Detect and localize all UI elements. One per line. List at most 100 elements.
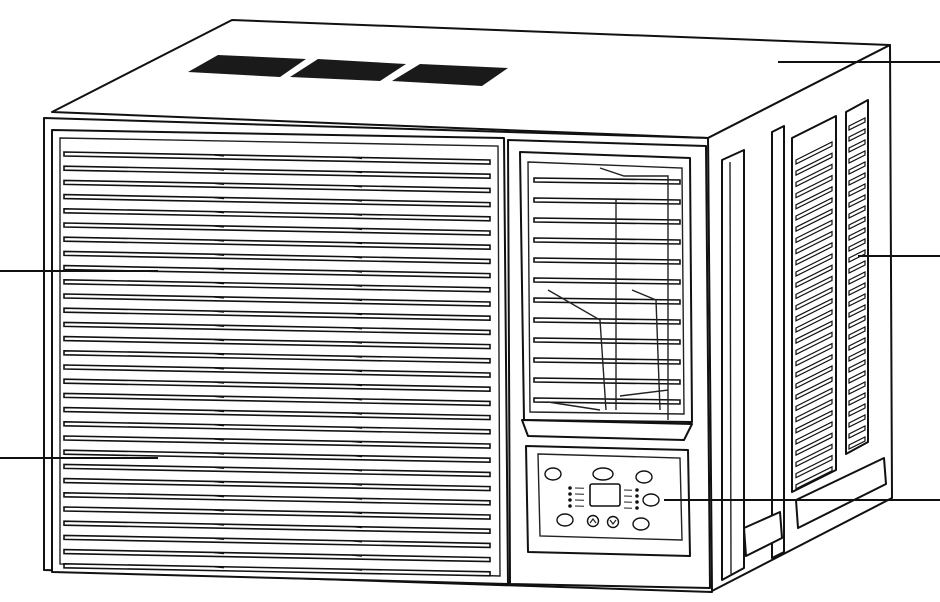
side-louver-slat (848, 249, 866, 263)
top-vent-panel-1 (188, 55, 306, 77)
side-louver-slat (848, 194, 866, 208)
outlet-louver (533, 317, 681, 325)
side-louver-slat (848, 172, 866, 186)
front-louver-slat (63, 378, 491, 393)
front-louver-slat (63, 534, 491, 549)
side-louver-slat (795, 185, 833, 210)
side-louver-slat (795, 432, 833, 457)
side-louver-slat (848, 414, 866, 428)
side-rail-right (771, 125, 785, 559)
outlet-louver (533, 337, 681, 345)
chevron-down-icon (609, 519, 617, 525)
side-louver-slat (795, 421, 833, 445)
front-louver-slat (63, 420, 491, 435)
side-louvers-a (795, 141, 833, 490)
side-louver-slat (795, 152, 833, 177)
side-rail-left (721, 149, 745, 581)
side-louver-slat (848, 293, 866, 307)
side-louver-slat (795, 264, 833, 289)
side-louver-slat (848, 139, 866, 153)
chevron-up-icon (589, 518, 597, 524)
front-louver-slat (63, 193, 491, 208)
side-louver-slat (795, 443, 833, 468)
side-louvers-b (848, 117, 866, 450)
front-louver-slat (63, 335, 491, 350)
front-louver-slat (63, 293, 491, 307)
button-3[interactable] (642, 493, 660, 507)
side-louver-slat (848, 370, 866, 384)
side-louver-slat (795, 309, 833, 333)
side-louver-slat (795, 253, 833, 277)
front-louver-slat (63, 151, 491, 165)
outlet-internal-bracket (547, 167, 669, 420)
outlet-louver (533, 357, 681, 365)
side-louver-slat (795, 297, 833, 322)
side-rail-line (729, 161, 732, 575)
front-louver-slat (63, 207, 491, 222)
outlet-louver (533, 397, 681, 405)
side-louver-slat (795, 241, 833, 266)
outlet-louvers (533, 177, 681, 405)
front-louver-slat (63, 520, 491, 535)
side-louver-slat (795, 465, 833, 490)
front-louver-slat (63, 449, 491, 464)
up-button[interactable] (586, 514, 600, 528)
side-slot-lower-left (743, 511, 783, 557)
front-louver-slat (63, 364, 491, 378)
button-5[interactable] (632, 517, 650, 531)
side-louver-slat (848, 150, 866, 164)
indicator-lights-left (568, 486, 585, 508)
outlet-louver (533, 237, 681, 245)
front-louver-slat (63, 236, 491, 251)
air-outlet-inner (527, 161, 685, 415)
side-louver-slat (795, 353, 833, 378)
side-louver-slat (848, 282, 866, 296)
front-louver-slat (63, 349, 491, 364)
button-2[interactable] (635, 470, 653, 484)
button-4[interactable] (556, 513, 574, 527)
side-louver-slat (795, 398, 833, 423)
outlet-louver (533, 277, 681, 285)
side-louver-slat (848, 436, 866, 450)
front-grille-inner (59, 137, 501, 577)
side-louver-slat (848, 271, 866, 285)
outlet-sill (521, 419, 693, 441)
side-louver-slat (848, 205, 866, 219)
front-louver-slat (63, 406, 491, 421)
side-louver-slat (848, 183, 866, 197)
front-louver-slat (63, 392, 491, 407)
side-louver-slat (848, 359, 866, 373)
side-louver-slat (848, 425, 866, 439)
front-louver-slat (63, 165, 491, 180)
side-louver-slat (848, 326, 866, 340)
front-louver-slat (63, 463, 491, 478)
front-louver-slat (63, 506, 491, 520)
front-louver-slat (63, 477, 491, 492)
side-louver-slat (795, 376, 833, 401)
front-louver-slat (63, 307, 491, 322)
side-louver-slat (795, 141, 833, 165)
top-vent-panel-3 (392, 64, 508, 86)
outlet-louver (533, 217, 681, 225)
front-louver-slat (63, 435, 491, 449)
side-louver-slat (795, 454, 833, 479)
top-vent-panel-2 (290, 59, 406, 81)
front-louver-slat (63, 491, 491, 506)
front-louvers (63, 151, 491, 577)
down-button[interactable] (606, 515, 620, 529)
side-louver-slat (848, 337, 866, 351)
control-panel-face (537, 453, 683, 541)
side-louver-slat (848, 392, 866, 406)
outlet-louver (533, 377, 681, 385)
front-louver-slat (63, 562, 491, 577)
side-slot-lower-right (795, 457, 887, 529)
side-louver-slat (848, 381, 866, 395)
side-louver-slat (795, 286, 833, 311)
front-louver-slat (63, 250, 491, 265)
side-louver-slat (848, 304, 866, 318)
side-louver-slat (795, 174, 833, 199)
side-louver-slat (848, 403, 866, 417)
button-1[interactable] (544, 467, 562, 481)
